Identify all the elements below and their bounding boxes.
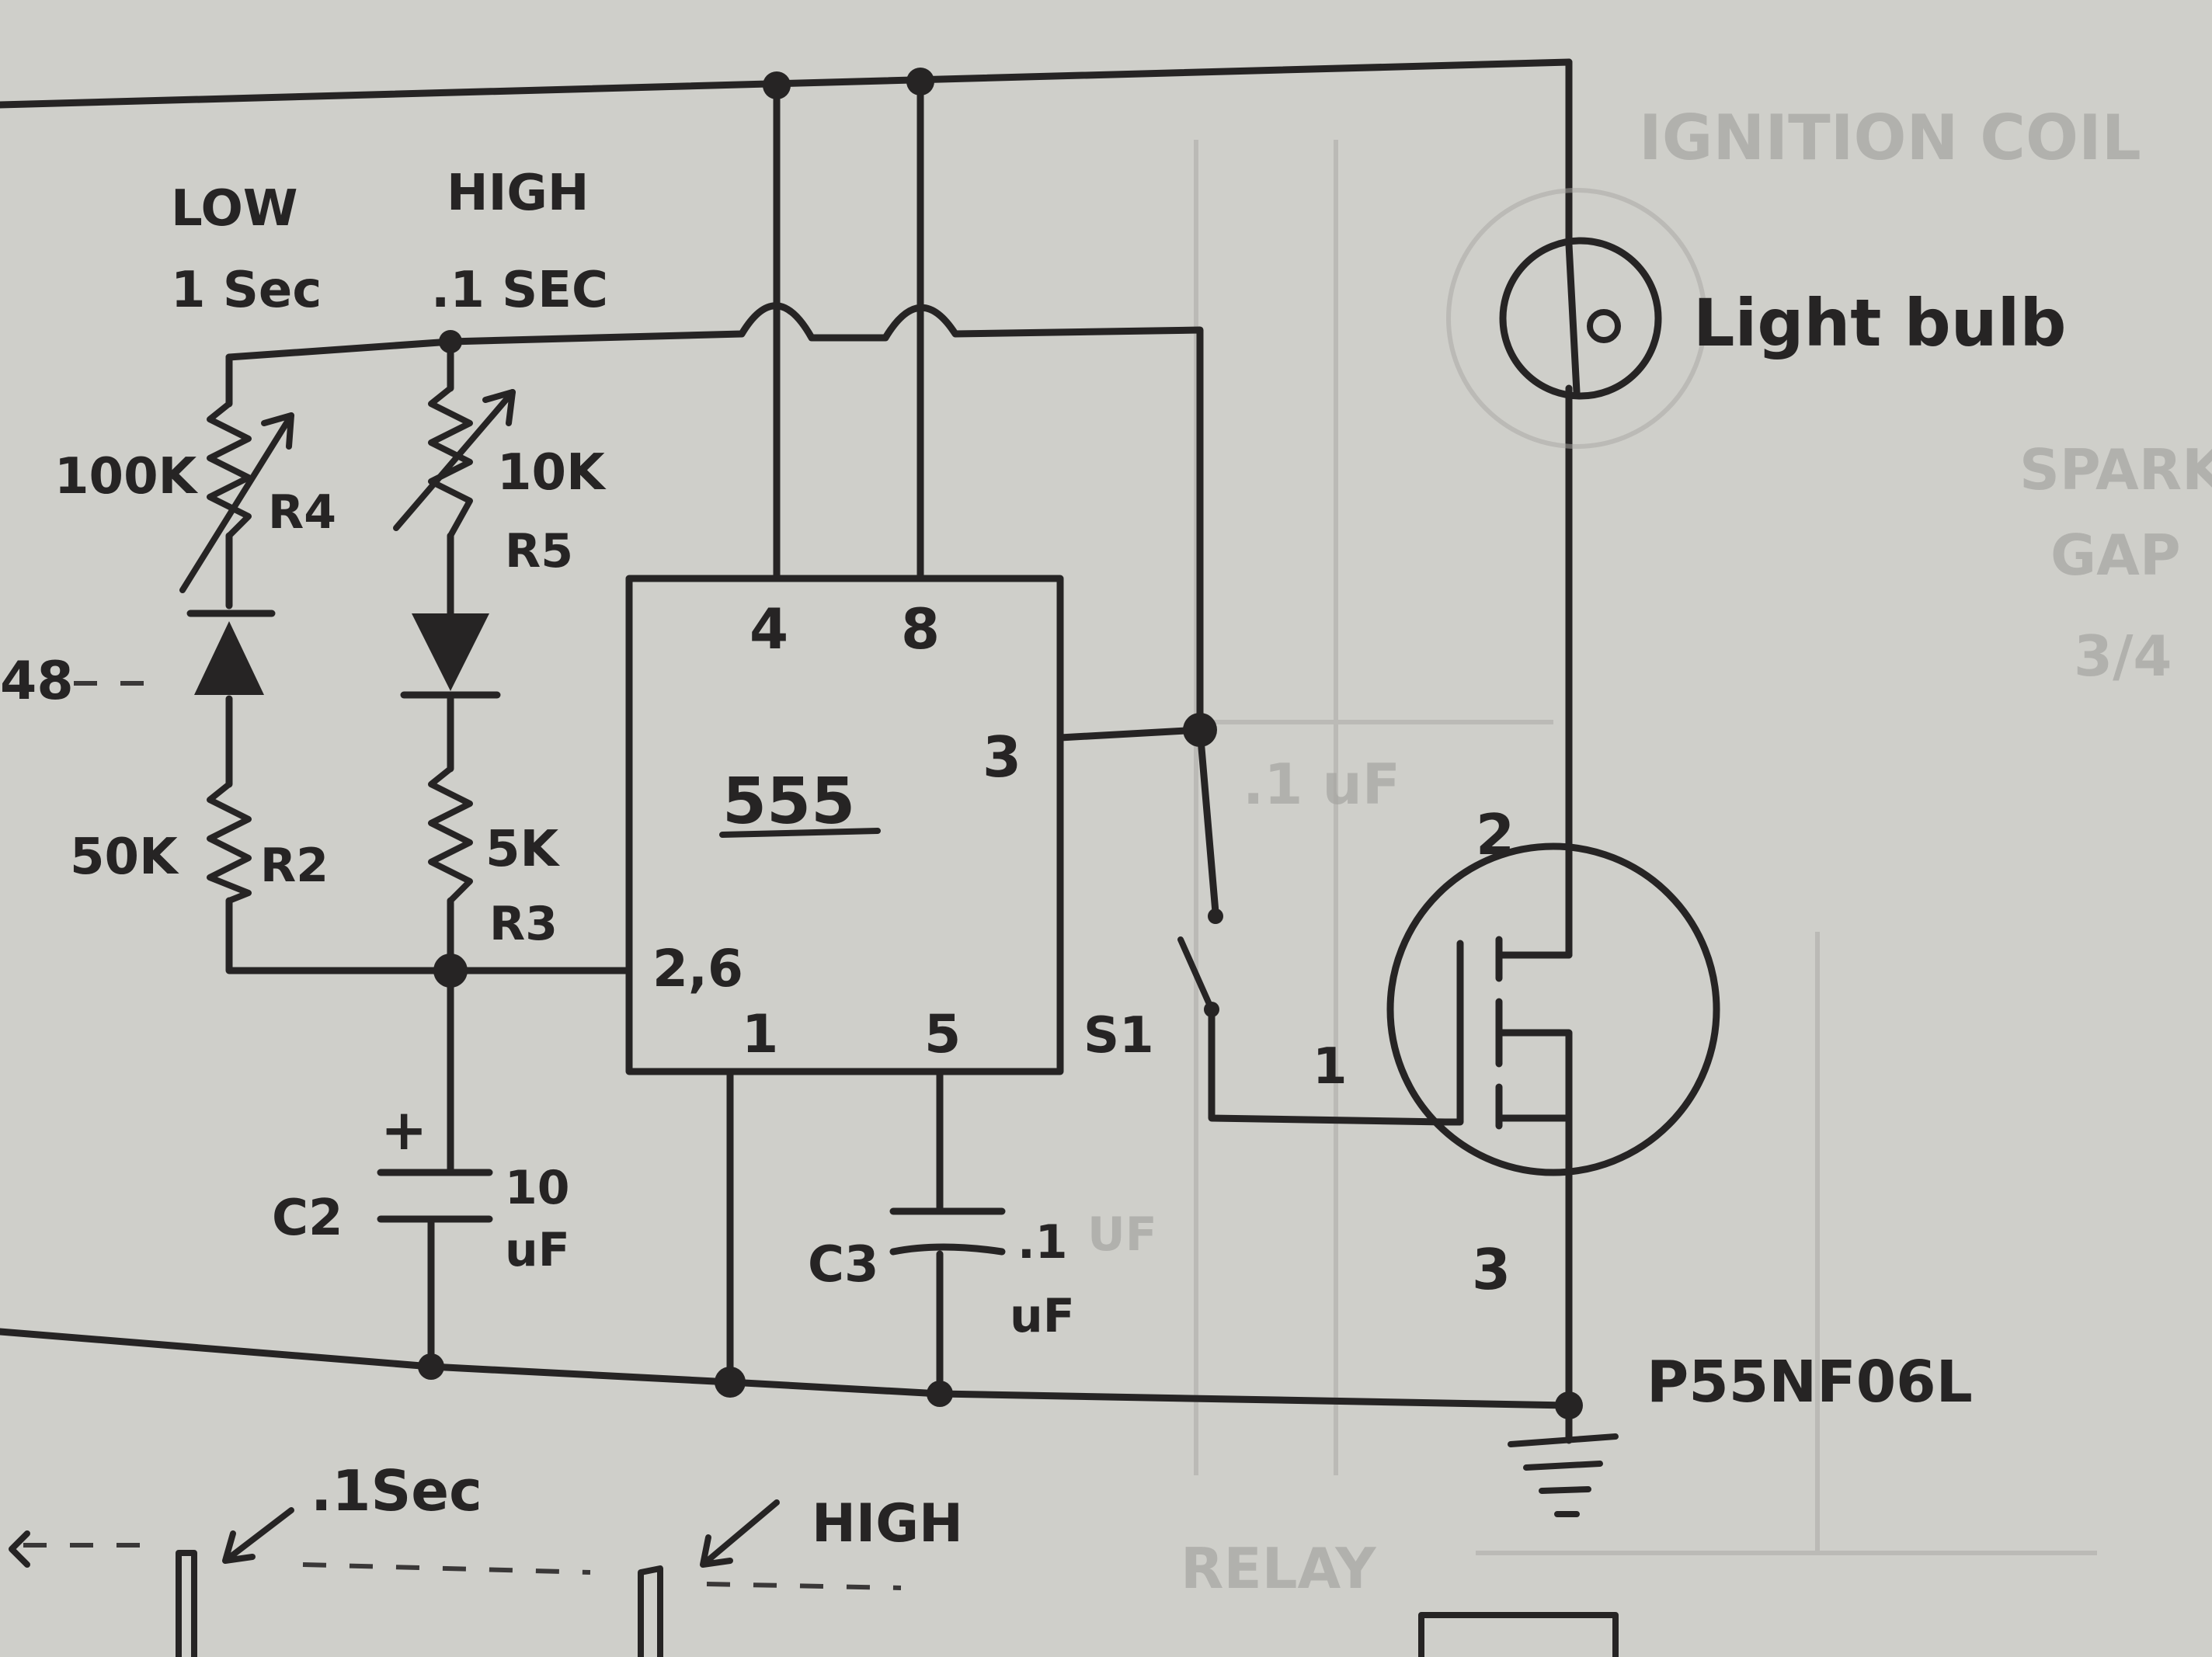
- junction-c2-ground: [418, 1353, 444, 1380]
- s1-label: S1: [1083, 1007, 1154, 1065]
- r2-bottom-wire: [225, 897, 454, 974]
- r5-arrow-icon: [482, 389, 516, 426]
- d2-diode-icon: [412, 613, 489, 691]
- bottom-left-arrow-icon: [9, 1530, 30, 1568]
- gate-wire: [1208, 1009, 1449, 1126]
- low-label: LOW: [171, 180, 298, 238]
- bulb-outer-ring: [1446, 188, 1707, 449]
- r3-value: 5K: [485, 821, 561, 878]
- r3-name: R3: [489, 897, 558, 951]
- mosfet: 2 1 3 P55NF06L: [1313, 802, 1973, 1416]
- bottom-notes: .1Sec HIGH: [9, 1458, 1619, 1657]
- junction-pin4-top: [763, 71, 791, 99]
- high-time-label: .1 SEC: [431, 262, 608, 319]
- mosfet-pin-1: 1: [1313, 1038, 1348, 1096]
- light-bulb: Light bulb: [1446, 188, 2067, 449]
- bulb-label: Light bulb: [1693, 285, 2067, 361]
- bottom-right-pointer-icon: [700, 1499, 780, 1568]
- mosfet-body: [1386, 842, 1720, 1176]
- mosfet-pin-3: 3: [1472, 1237, 1511, 1302]
- switch-s1: S1: [1083, 908, 1223, 1065]
- ghost-uf: UF: [1087, 1207, 1157, 1262]
- timing-network: LOW 1 Sec HIGH .1 SEC 100K R4 10K R5 48 …: [0, 165, 608, 1277]
- ic-555: 555 4 8 3 2,6 1 5: [625, 575, 1064, 1075]
- pin-26-label: 2,6: [652, 939, 743, 999]
- ghost-lines: [1194, 140, 2097, 1555]
- ground-lines-icon: [1508, 1433, 1619, 1517]
- bottom-box-partial: [1418, 1612, 1619, 1657]
- pin-5-label: 5: [924, 1004, 961, 1065]
- pin-1-label: 1: [742, 1004, 778, 1065]
- s1-contact-top: [1208, 908, 1223, 924]
- r4-value: 100K: [54, 448, 199, 505]
- c3-value-1: .1: [1017, 1215, 1068, 1270]
- c3-name: C3: [808, 1236, 879, 1294]
- c2-value-1: 10: [505, 1161, 570, 1215]
- r5-value: 10K: [497, 444, 607, 502]
- mosfet-terminals: [1495, 951, 1573, 1122]
- background-bleed-through: IGNITION COIL SPARK GAP 3/4 .1 uF RELAY …: [1087, 102, 2212, 1601]
- high-label: HIGH: [447, 165, 589, 222]
- r4-name: R4: [268, 485, 336, 540]
- c3-plate-bottom: [889, 1243, 1006, 1256]
- bulb-filament-icon: [1587, 309, 1621, 343]
- junction-c3-ground: [927, 1381, 953, 1407]
- r3-resistor: [428, 766, 473, 904]
- ground-icon: [1508, 1433, 1619, 1517]
- ghost-relay: RELAY: [1181, 1536, 1376, 1601]
- r2-value: 50K: [70, 828, 179, 886]
- bottom-left-pointer-icon: [222, 1507, 294, 1564]
- bottom-right-stub: [638, 1565, 663, 1657]
- r2-name: R2: [260, 839, 329, 893]
- s1-lever: [1177, 936, 1215, 1013]
- pin3-wire: [1056, 726, 1204, 742]
- bulb-wire: [1565, 241, 1581, 396]
- bulb-icon: [1499, 237, 1662, 400]
- junction-output: [1183, 713, 1217, 747]
- junction-high-top: [439, 330, 462, 353]
- ghost-gap: GAP: [2050, 523, 2181, 588]
- pin-3-label: 3: [983, 724, 1021, 790]
- r2-resistor: [207, 781, 252, 904]
- ic-body: [625, 575, 1064, 1075]
- bottom-mid-dash: [302, 1562, 591, 1575]
- timing-top-wire: [225, 302, 1204, 734]
- d1-partial-label: 48: [0, 651, 74, 712]
- pin-4-label: 4: [750, 596, 788, 662]
- c2-name: C2: [272, 1190, 343, 1247]
- ghost-spark: SPARK: [2019, 437, 2212, 502]
- r5-resistor: [428, 385, 473, 539]
- junction-pin8-top: [906, 68, 934, 96]
- bottom-right-dash: [706, 1582, 902, 1590]
- junction-pin1-ground: [715, 1367, 746, 1398]
- r4-arrow-shaft: [179, 412, 294, 593]
- switch-upper-lead: [1196, 726, 1219, 916]
- pin-8-label: 8: [901, 596, 940, 662]
- ghost-gap-value: 3/4: [2074, 624, 2172, 689]
- ghost-cap-value: .1 uF: [1243, 752, 1400, 817]
- c2-plus: +: [381, 1097, 427, 1162]
- mosfet-gate: [1441, 940, 1464, 1126]
- low-time-label: 1 Sec: [171, 262, 322, 319]
- bottom-left-label: .1Sec: [311, 1458, 482, 1523]
- mosfet-part-number: P55NF06L: [1647, 1349, 1973, 1416]
- r5-name: R5: [505, 524, 573, 578]
- ghost-ignition-coil: IGNITION COIL: [1639, 102, 2141, 174]
- c3-capacitor: C3 .1 uF: [808, 1207, 1075, 1343]
- c2-value-2: uF: [505, 1223, 570, 1277]
- bottom-right-label: HIGH: [812, 1493, 963, 1555]
- junction-mosfet-ground: [1555, 1391, 1583, 1419]
- mosfet-pin-2: 2: [1476, 802, 1515, 867]
- ic-label: 555: [722, 765, 855, 839]
- d1-diode-icon: [194, 621, 264, 695]
- junction-dots: [418, 68, 1583, 1419]
- c3-value-2: uF: [1010, 1289, 1075, 1343]
- r4-arrow-icon: [261, 412, 294, 450]
- junction-trigger: [433, 954, 468, 988]
- r5-arrow-shaft: [393, 389, 516, 531]
- ic-label-underline: [719, 828, 881, 838]
- bottom-left-stub: [176, 1550, 197, 1657]
- r4-resistor: [207, 401, 252, 539]
